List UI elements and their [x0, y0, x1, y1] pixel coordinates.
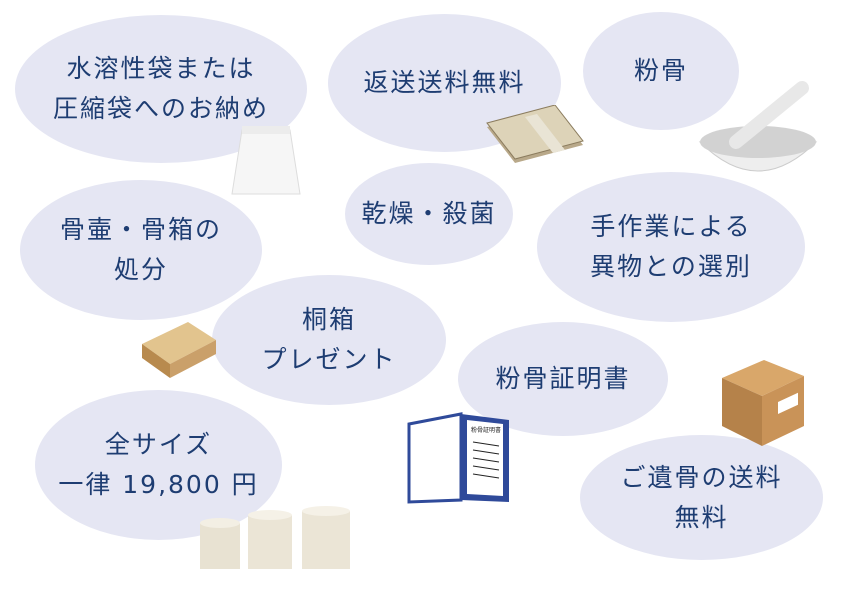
feature-label: 桐箱 プレゼント: [261, 305, 397, 374]
urns-icon: [200, 506, 350, 569]
feature-label: 全サイズ 一律 19,800 円: [58, 430, 259, 499]
feature-label: 返送送料無料: [363, 68, 526, 97]
feature-bubble-drying-sterilization: 乾燥・殺菌: [345, 163, 513, 265]
feature-label: 骨壷・骨箱の 処分: [59, 215, 222, 284]
bag-icon: [231, 126, 301, 195]
feature-label: 水溶性袋または 圧縮袋へのお納め: [52, 54, 269, 123]
feature-bubble-water-soluble-bag: 水溶性袋または 圧縮袋へのお納め: [15, 15, 307, 163]
feature-label: 乾燥・殺菌: [361, 199, 497, 228]
feature-label: 粉骨証明書: [495, 364, 631, 393]
feature-bubble-flat-price: 全サイズ 一律 19,800 円: [35, 390, 282, 540]
feature-bubble-certificate: 粉骨証明書: [458, 322, 668, 436]
paulownia-box-icon: [142, 322, 216, 378]
feature-bubble-manual-sorting: 手作業による 異物との選別: [537, 172, 805, 322]
feature-label: 粉骨: [633, 56, 688, 85]
feature-bubble-paulownia-box: 桐箱 プレゼント: [212, 275, 446, 405]
feature-label: 手作業による 異物との選別: [590, 212, 752, 281]
feature-bubble-urn-disposal: 骨壷・骨箱の 処分: [20, 180, 262, 320]
mortar-pestle-icon: [698, 81, 818, 172]
certificate-icon: 粉骨証明書: [407, 412, 509, 504]
banknotes-icon: [486, 105, 584, 163]
feature-bubble-powdering: 粉骨: [583, 12, 739, 130]
feature-bubble-remains-shipping-free: ご遺骨の送料 無料: [580, 435, 823, 560]
certificate-title: 粉骨証明書: [471, 426, 501, 434]
cardboard-box-icon: [722, 360, 804, 446]
feature-label: ご遺骨の送料 無料: [620, 462, 783, 532]
